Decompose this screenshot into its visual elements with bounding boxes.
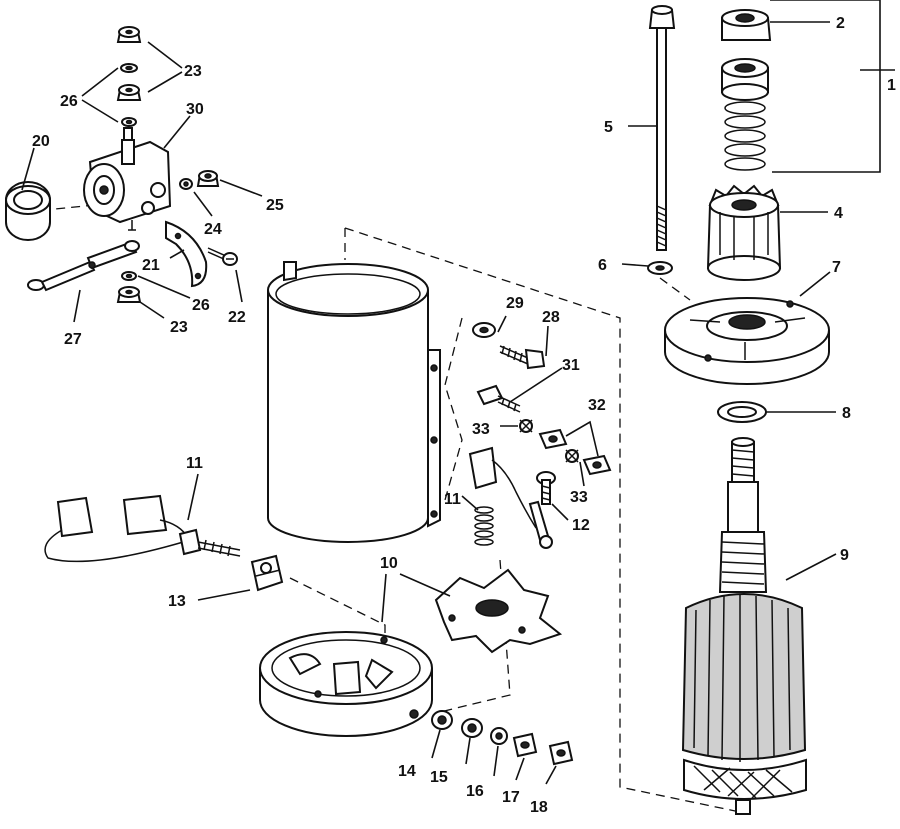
callout-2: 2 <box>836 15 845 32</box>
callout-8: 8 <box>842 405 851 422</box>
nut-part-17 <box>512 732 538 758</box>
brush-plate-part-10 <box>434 568 563 654</box>
callout-14: 14 <box>398 763 416 780</box>
callout-28: 28 <box>542 309 560 326</box>
callout-7: 7 <box>832 259 841 276</box>
star-washer-part-33-lower <box>565 449 579 463</box>
callout-26-bottom: 26 <box>192 297 210 314</box>
callout-6: 6 <box>598 257 607 274</box>
callout-15: 15 <box>430 769 448 786</box>
spacer-collar <box>721 58 769 101</box>
solenoid-part-30 <box>83 127 172 231</box>
callout-12: 12 <box>572 517 590 534</box>
callout-20: 20 <box>32 133 50 150</box>
nuts-and-washers-upper <box>116 26 142 127</box>
spring <box>724 101 766 171</box>
through-bolt-part-5 <box>648 5 676 251</box>
callout-17: 17 <box>502 789 520 806</box>
clip-part-13 <box>250 554 284 592</box>
bracket-part-1 <box>770 0 895 173</box>
bolt-part-31 <box>476 384 521 413</box>
bolt-part-28 <box>499 345 546 370</box>
callout-11-right: 11 <box>444 491 461 508</box>
callout-5: 5 <box>604 119 613 136</box>
motor-frame-housing <box>267 261 441 543</box>
callout-23-bottom: 23 <box>170 319 188 336</box>
callout-18: 18 <box>530 799 548 816</box>
nut-part-32-a <box>538 428 568 450</box>
callout-13: 13 <box>168 593 186 610</box>
washer-part-16 <box>490 727 508 745</box>
callout-26-top: 26 <box>60 93 78 110</box>
washer-part-14 <box>431 710 453 730</box>
callout-10: 10 <box>380 555 398 572</box>
callout-1: 1 <box>887 77 896 94</box>
callout-29: 29 <box>506 295 524 312</box>
callout-31: 31 <box>562 357 580 374</box>
nut-part-25 <box>196 170 220 187</box>
nut-part-18 <box>548 740 574 766</box>
cable-part-27 <box>27 240 140 292</box>
pinion-gear-part-4 <box>706 184 782 281</box>
nut-part-2 <box>721 9 772 41</box>
callout-21: 21 <box>142 257 160 274</box>
callout-33-right: 33 <box>570 489 588 506</box>
end-cap-part-7 <box>664 297 830 385</box>
washer-part-15 <box>461 718 483 738</box>
star-washer-part-33-upper <box>519 419 533 433</box>
armature-part-9 <box>681 437 807 815</box>
washer-part-6 <box>647 261 673 275</box>
callout-22: 22 <box>228 309 246 326</box>
sleeve-part-20 <box>5 181 51 241</box>
callout-16: 16 <box>466 783 484 800</box>
callout-25: 25 <box>266 197 284 214</box>
washer-part-29 <box>472 322 496 338</box>
leader-lines <box>21 21 837 785</box>
washer-part-8 <box>717 401 767 423</box>
callout-30: 30 <box>186 101 204 118</box>
strap-part-21 <box>165 220 208 288</box>
callout-9: 9 <box>840 547 849 564</box>
callout-32: 32 <box>588 397 606 414</box>
callout-labels: 1 2 4 5 6 7 8 9 10 11 11 12 13 14 15 16 … <box>32 15 896 816</box>
callout-27: 27 <box>64 331 82 348</box>
nuts-and-washers-lower <box>116 271 142 303</box>
washer-part-24 <box>179 178 193 190</box>
screw-part-12 <box>536 471 556 505</box>
nut-part-32-b <box>582 454 612 476</box>
callout-24: 24 <box>204 221 222 238</box>
callout-23-top: 23 <box>184 63 202 80</box>
screw-part-22 <box>207 247 238 266</box>
brush-part-11-left <box>44 494 241 563</box>
brush-part-11-right <box>468 446 553 549</box>
callout-4: 4 <box>834 205 843 222</box>
callout-11-left: 11 <box>186 455 203 472</box>
callout-33-left: 33 <box>472 421 490 438</box>
commutator-end-cap <box>259 631 433 737</box>
